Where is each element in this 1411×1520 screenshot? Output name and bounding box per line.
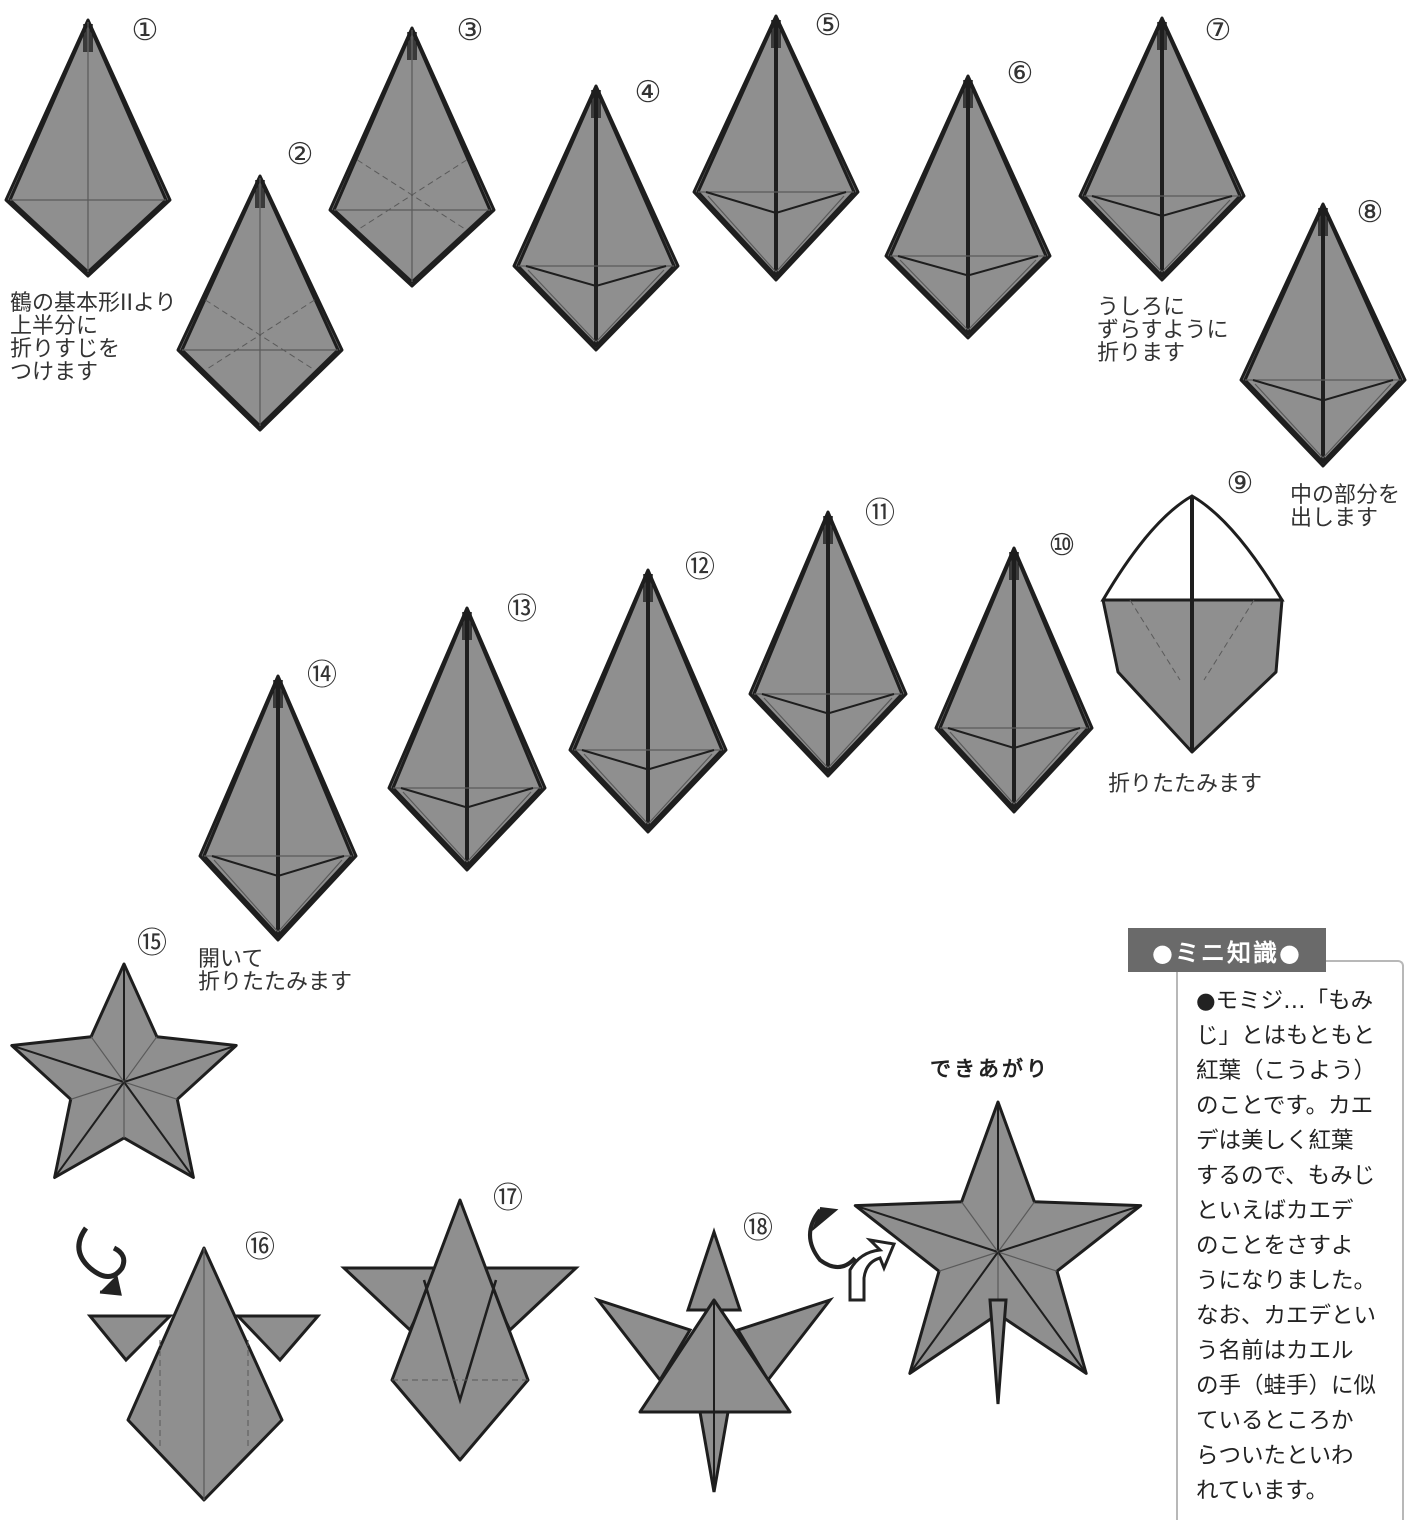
step-number-17: ⑰ (493, 1181, 523, 1216)
step-number-18: ⑱ (743, 1211, 773, 1246)
fold-figure-step-2 (176, 174, 344, 432)
mini-knowledge-line: するので、もみじ (1196, 1163, 1376, 1189)
step-number-3: ③ (457, 13, 484, 48)
mini-knowledge-line: 紅葉（こうよう） (1196, 1058, 1377, 1084)
fold-figure-step-5 (692, 14, 860, 282)
mini-knowledge-line: デは美しく紅葉 (1196, 1128, 1354, 1154)
instruction-line: 中の部分を (1290, 483, 1401, 508)
instruction-line: うしろに (1097, 295, 1186, 320)
rotate-icon (808, 1207, 897, 1302)
mini-knowledge-line: らついたといわ (1196, 1443, 1354, 1469)
step-number-5: ⑤ (815, 8, 842, 43)
instruction-line: 出します (1290, 506, 1379, 531)
step-number-1: ① (132, 13, 159, 48)
fold-figure-step-17 (340, 1198, 580, 1462)
instruction-step-14: 開いて 折りたたみます (198, 948, 352, 994)
step-number-15: ⑮ (137, 926, 167, 961)
instruction-step-7: うしろに ずらすように 折ります (1097, 296, 1229, 365)
fold-figure-step-15 (10, 962, 238, 1179)
step-number-16: ⑯ (245, 1230, 275, 1265)
step-number-4: ④ (635, 75, 662, 110)
mini-knowledge-title: ●ミニ知識● (1128, 928, 1326, 972)
mini-knowledge-line: のことをさすよ (1196, 1233, 1354, 1259)
fold-figure-step-13 (387, 606, 547, 872)
step-number-14: ⑭ (307, 658, 337, 693)
step-numbers: ① ② ③ ④ ⑤ ⑥ ⑦ ⑧ ⑨ ⑩ ⑪ ⑫ ⑬ ⑭ ⑮ ⑯ ⑰ ⑱ (132, 8, 1384, 1265)
mini-knowledge-box: ●モミジ…「もみ じ」とはもともと 紅葉（こうよう） のことです。カエ デは美し… (1176, 960, 1404, 1520)
fold-figure-step-12 (568, 568, 728, 834)
fold-figure-step-4 (512, 84, 680, 352)
fold-figure-step-16 (86, 1246, 322, 1502)
instruction-line: 折りたたみます (198, 970, 353, 995)
instruction-line: ずらすように (1097, 318, 1229, 343)
instruction-line: 上半分に (10, 314, 99, 339)
finished-leaf (853, 1100, 1143, 1405)
step-number-8: ⑧ (1357, 195, 1384, 230)
fold-figure-step-18 (593, 1227, 835, 1493)
mini-knowledge-line: じ」とはもともと (1196, 1023, 1376, 1049)
fold-figure-step-6 (884, 74, 1052, 340)
finished-label: できあがり (930, 1057, 1050, 1081)
instruction-step-1: 鶴の基本形IIより 上半分に 折りすじを つけます (10, 292, 177, 384)
mini-knowledge-line: の手（蛙手）に似 (1196, 1373, 1377, 1399)
fold-figure-step-7 (1078, 16, 1246, 282)
step-number-11: ⑪ (865, 496, 895, 531)
step-number-6: ⑥ (1007, 56, 1034, 91)
mini-knowledge-line: なお、カエデとい (1196, 1303, 1377, 1329)
step-number-2: ② (287, 137, 314, 172)
mini-knowledge-line: ているところか (1196, 1408, 1354, 1434)
step-number-13: ⑬ (507, 592, 537, 627)
instruction-line: 開いて (198, 947, 264, 972)
instruction-step-9: 折りたたみます (1108, 773, 1262, 796)
fold-figure-step-10 (934, 546, 1094, 814)
mini-knowledge-line: れています。 (1196, 1478, 1329, 1504)
fold-figure-step-3 (328, 26, 496, 288)
mini-knowledge-line: といえばカエデ (1196, 1198, 1354, 1224)
instruction-step-8: 中の部分を 出します (1290, 484, 1400, 530)
step-number-7: ⑦ (1205, 13, 1232, 48)
instruction-line: 折ります (1097, 341, 1186, 366)
fold-figure-step-14 (198, 674, 358, 942)
instruction-line: 鶴の基本形IIより (10, 291, 177, 316)
step-number-10: ⑩ (1049, 528, 1076, 563)
mini-knowledge-line: う名前はカエル (1196, 1338, 1354, 1364)
fold-figure-step-1 (4, 18, 172, 278)
mini-knowledge-line: うになりました。 (1196, 1268, 1377, 1294)
turn-over-icon (76, 1226, 127, 1296)
fold-figure-step-9 (1100, 494, 1285, 754)
mini-knowledge-line: ●モミジ…「もみ (1196, 988, 1374, 1014)
step-number-12: ⑫ (685, 550, 715, 585)
instruction-line: つけます (10, 360, 99, 385)
instruction-line: 折りすじを (10, 337, 121, 362)
fold-figure-step-8 (1239, 202, 1407, 468)
mini-knowledge-line: のことです。カエ (1196, 1093, 1374, 1119)
step-number-9: ⑨ (1227, 466, 1254, 501)
fold-figures (4, 14, 1407, 1502)
fold-figure-step-11 (748, 510, 908, 778)
instruction-line: 折りたたみます (1108, 772, 1263, 797)
